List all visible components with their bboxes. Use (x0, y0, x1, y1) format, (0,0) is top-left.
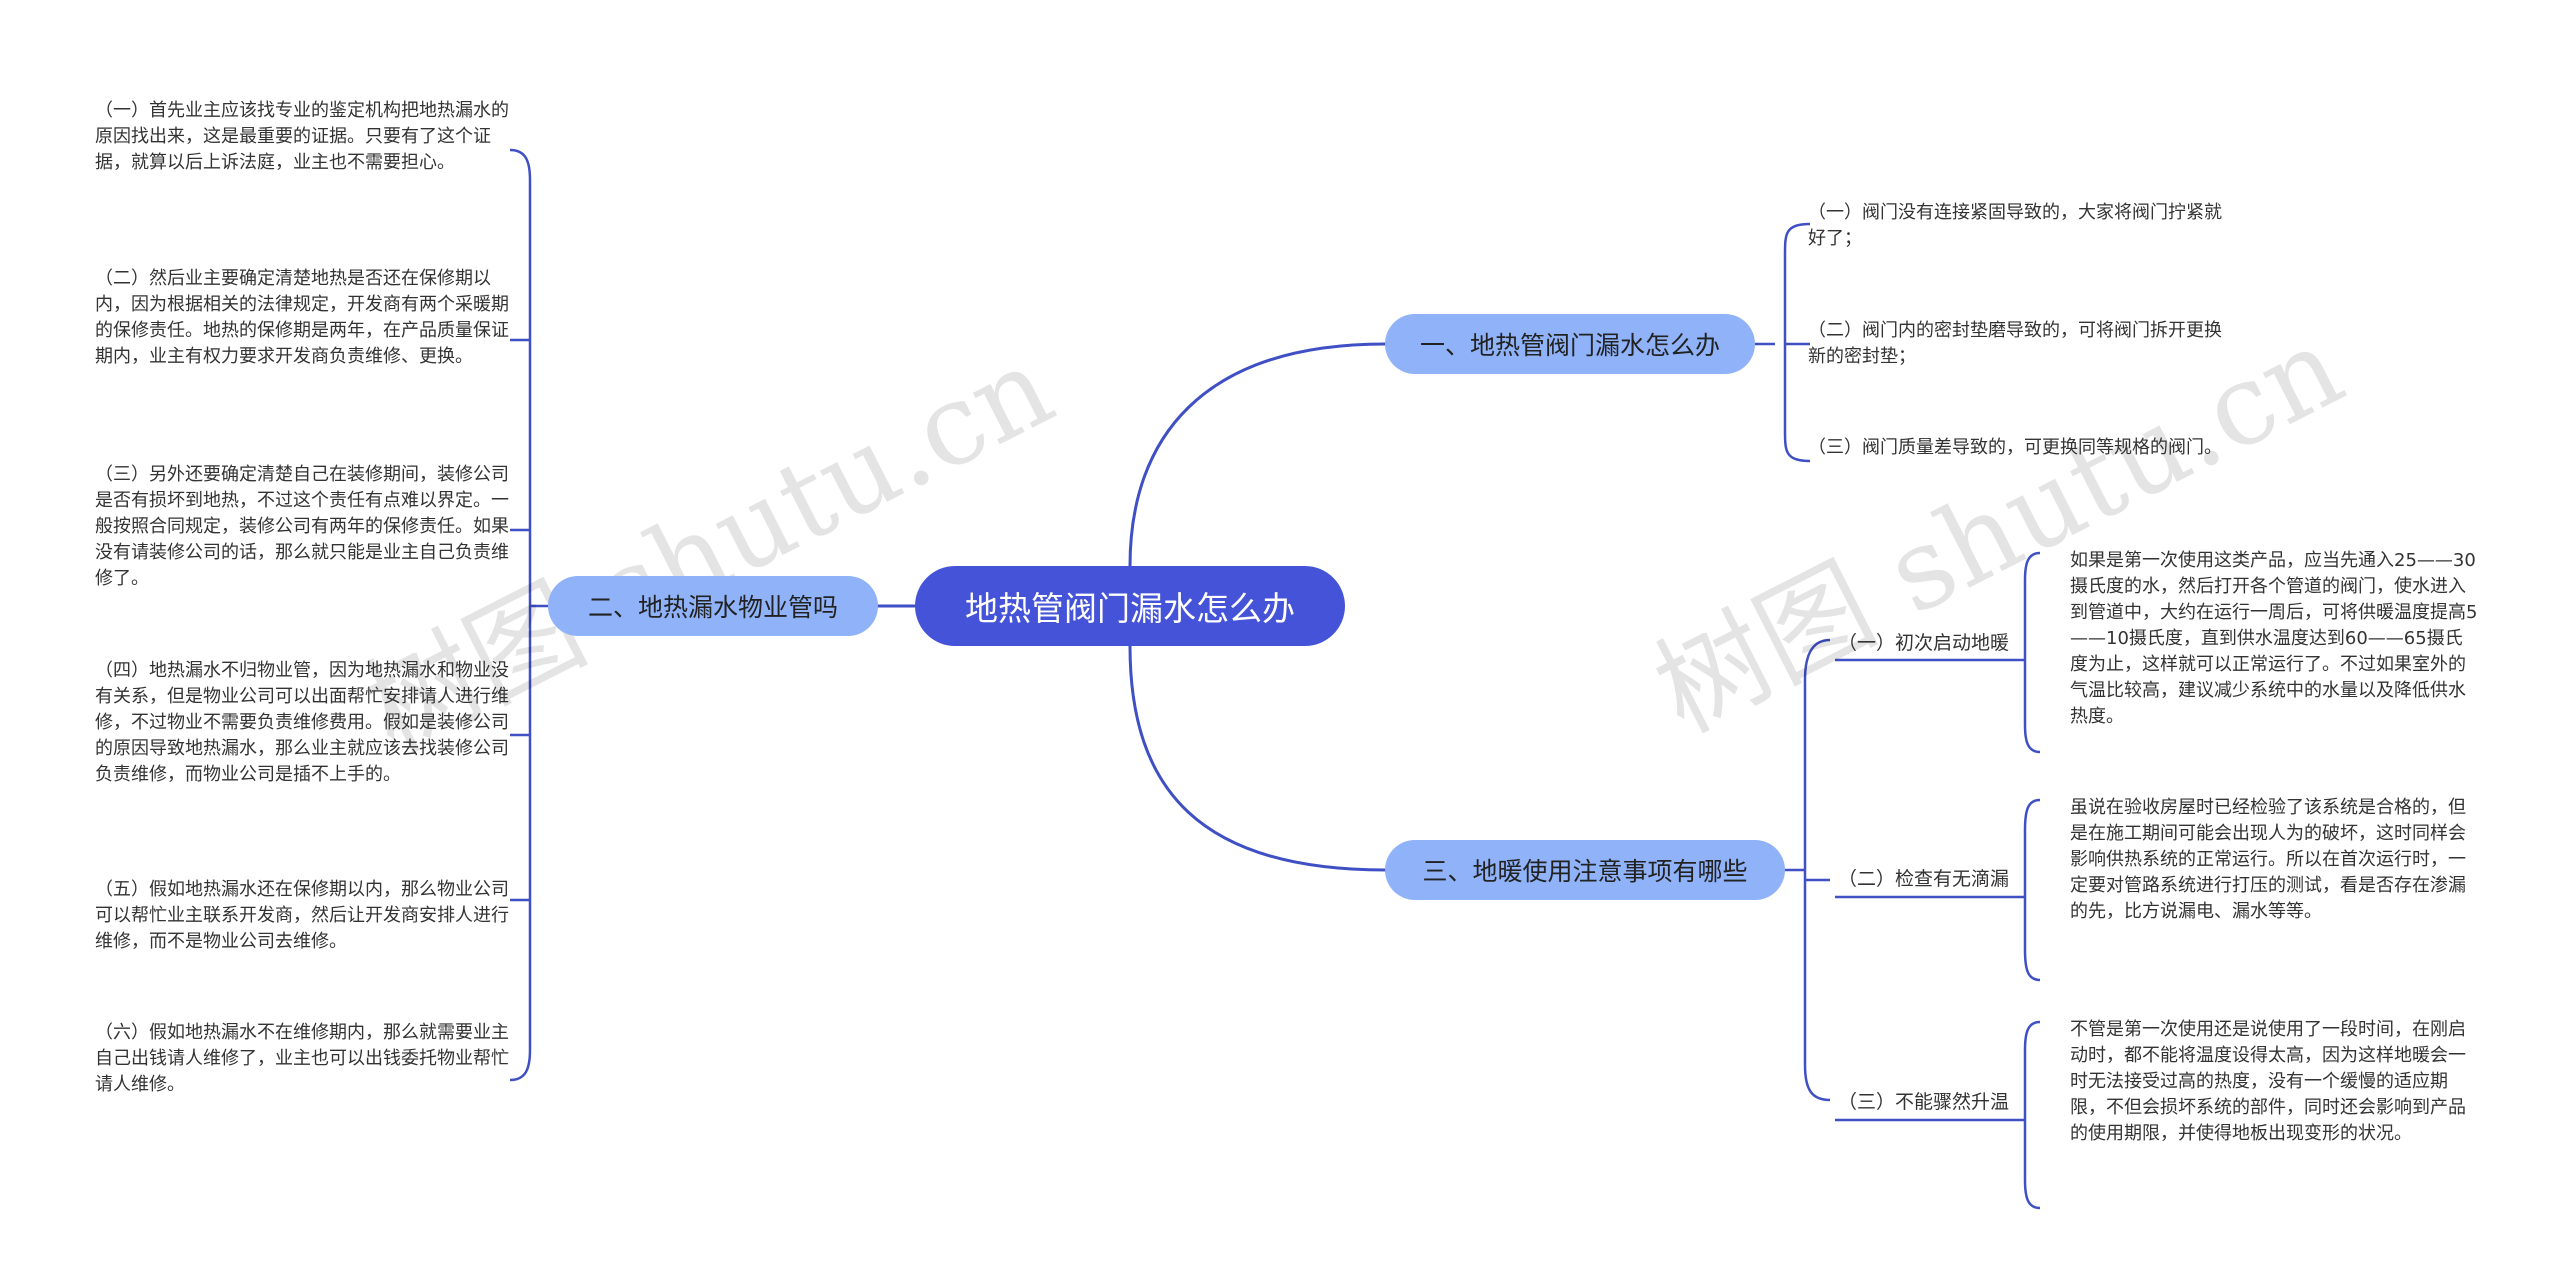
branch-node-1[interactable]: 一、地热管阀门漏水怎么办 (1385, 314, 1755, 374)
branch3-sub-2-text[interactable]: 虽说在验收房屋时已经检验了该系统是合格的，但是在施工期间可能会出现人为的破坏，这… (2070, 797, 2466, 922)
root-node[interactable]: 地热管阀门漏水怎么办 (915, 566, 1345, 646)
branch2-item-5[interactable]: （五）假如地热漏水还在保修期以内，那么物业公司可以帮忙业主联系开发商，然后让开发… (95, 879, 509, 952)
branch3-sub-3-text[interactable]: 不管是第一次使用还是说使用了一段时间，在刚启动时，都不能将温度设得太高，因为这样… (2070, 1019, 2466, 1144)
branch-node-3[interactable]: 三、地暖使用注意事项有哪些 (1385, 840, 1785, 900)
branch3-sub-1-text[interactable]: 如果是第一次使用这类产品，应当先通入25——30摄氏度的水，然后打开各个管道的阀… (2070, 550, 2478, 727)
branch1-item-2[interactable]: （二）阀门内的密封垫磨导致的，可将阀门拆开更换新的密封垫； (1808, 320, 2222, 367)
branch2-item-1[interactable]: （一）首先业主应该找专业的鉴定机构把地热漏水的原因找出来，这是最重要的证据。只要… (95, 100, 509, 173)
branch2-item-4[interactable]: （四）地热漏水不归物业管，因为地热漏水和物业没有关系，但是物业公司可以出面帮忙安… (95, 660, 509, 785)
branch2-item-2[interactable]: （二）然后业主要确定清楚地热是否还在保修期以内，因为根据相关的法律规定，开发商有… (95, 268, 509, 367)
branch-node-2[interactable]: 二、地热漏水物业管吗 (548, 576, 878, 636)
branch3-sub-3[interactable]: （三）不能骤然升温 (1838, 1091, 2010, 1113)
branch2-item-6[interactable]: （六）假如地热漏水不在维修期内，那么就需要业主自己出钱请人维修了，业主也可以出钱… (95, 1022, 509, 1095)
branch1-item-3[interactable]: （三）阀门质量差导致的，可更换同等规格的阀门。 (1808, 437, 2222, 458)
branch3-sub-2[interactable]: （二）检查有无滴漏 (1838, 868, 2010, 890)
branch2-item-3[interactable]: （三）另外还要确定清楚自己在装修期间，装修公司是否有损坏到地热，不过这个责任有点… (95, 464, 509, 589)
branch1-item-1[interactable]: （一）阀门没有连接紧固导致的，大家将阀门拧紧就好了； (1808, 202, 2222, 249)
branch3-sub-1[interactable]: （一）初次启动地暖 (1838, 632, 2010, 654)
